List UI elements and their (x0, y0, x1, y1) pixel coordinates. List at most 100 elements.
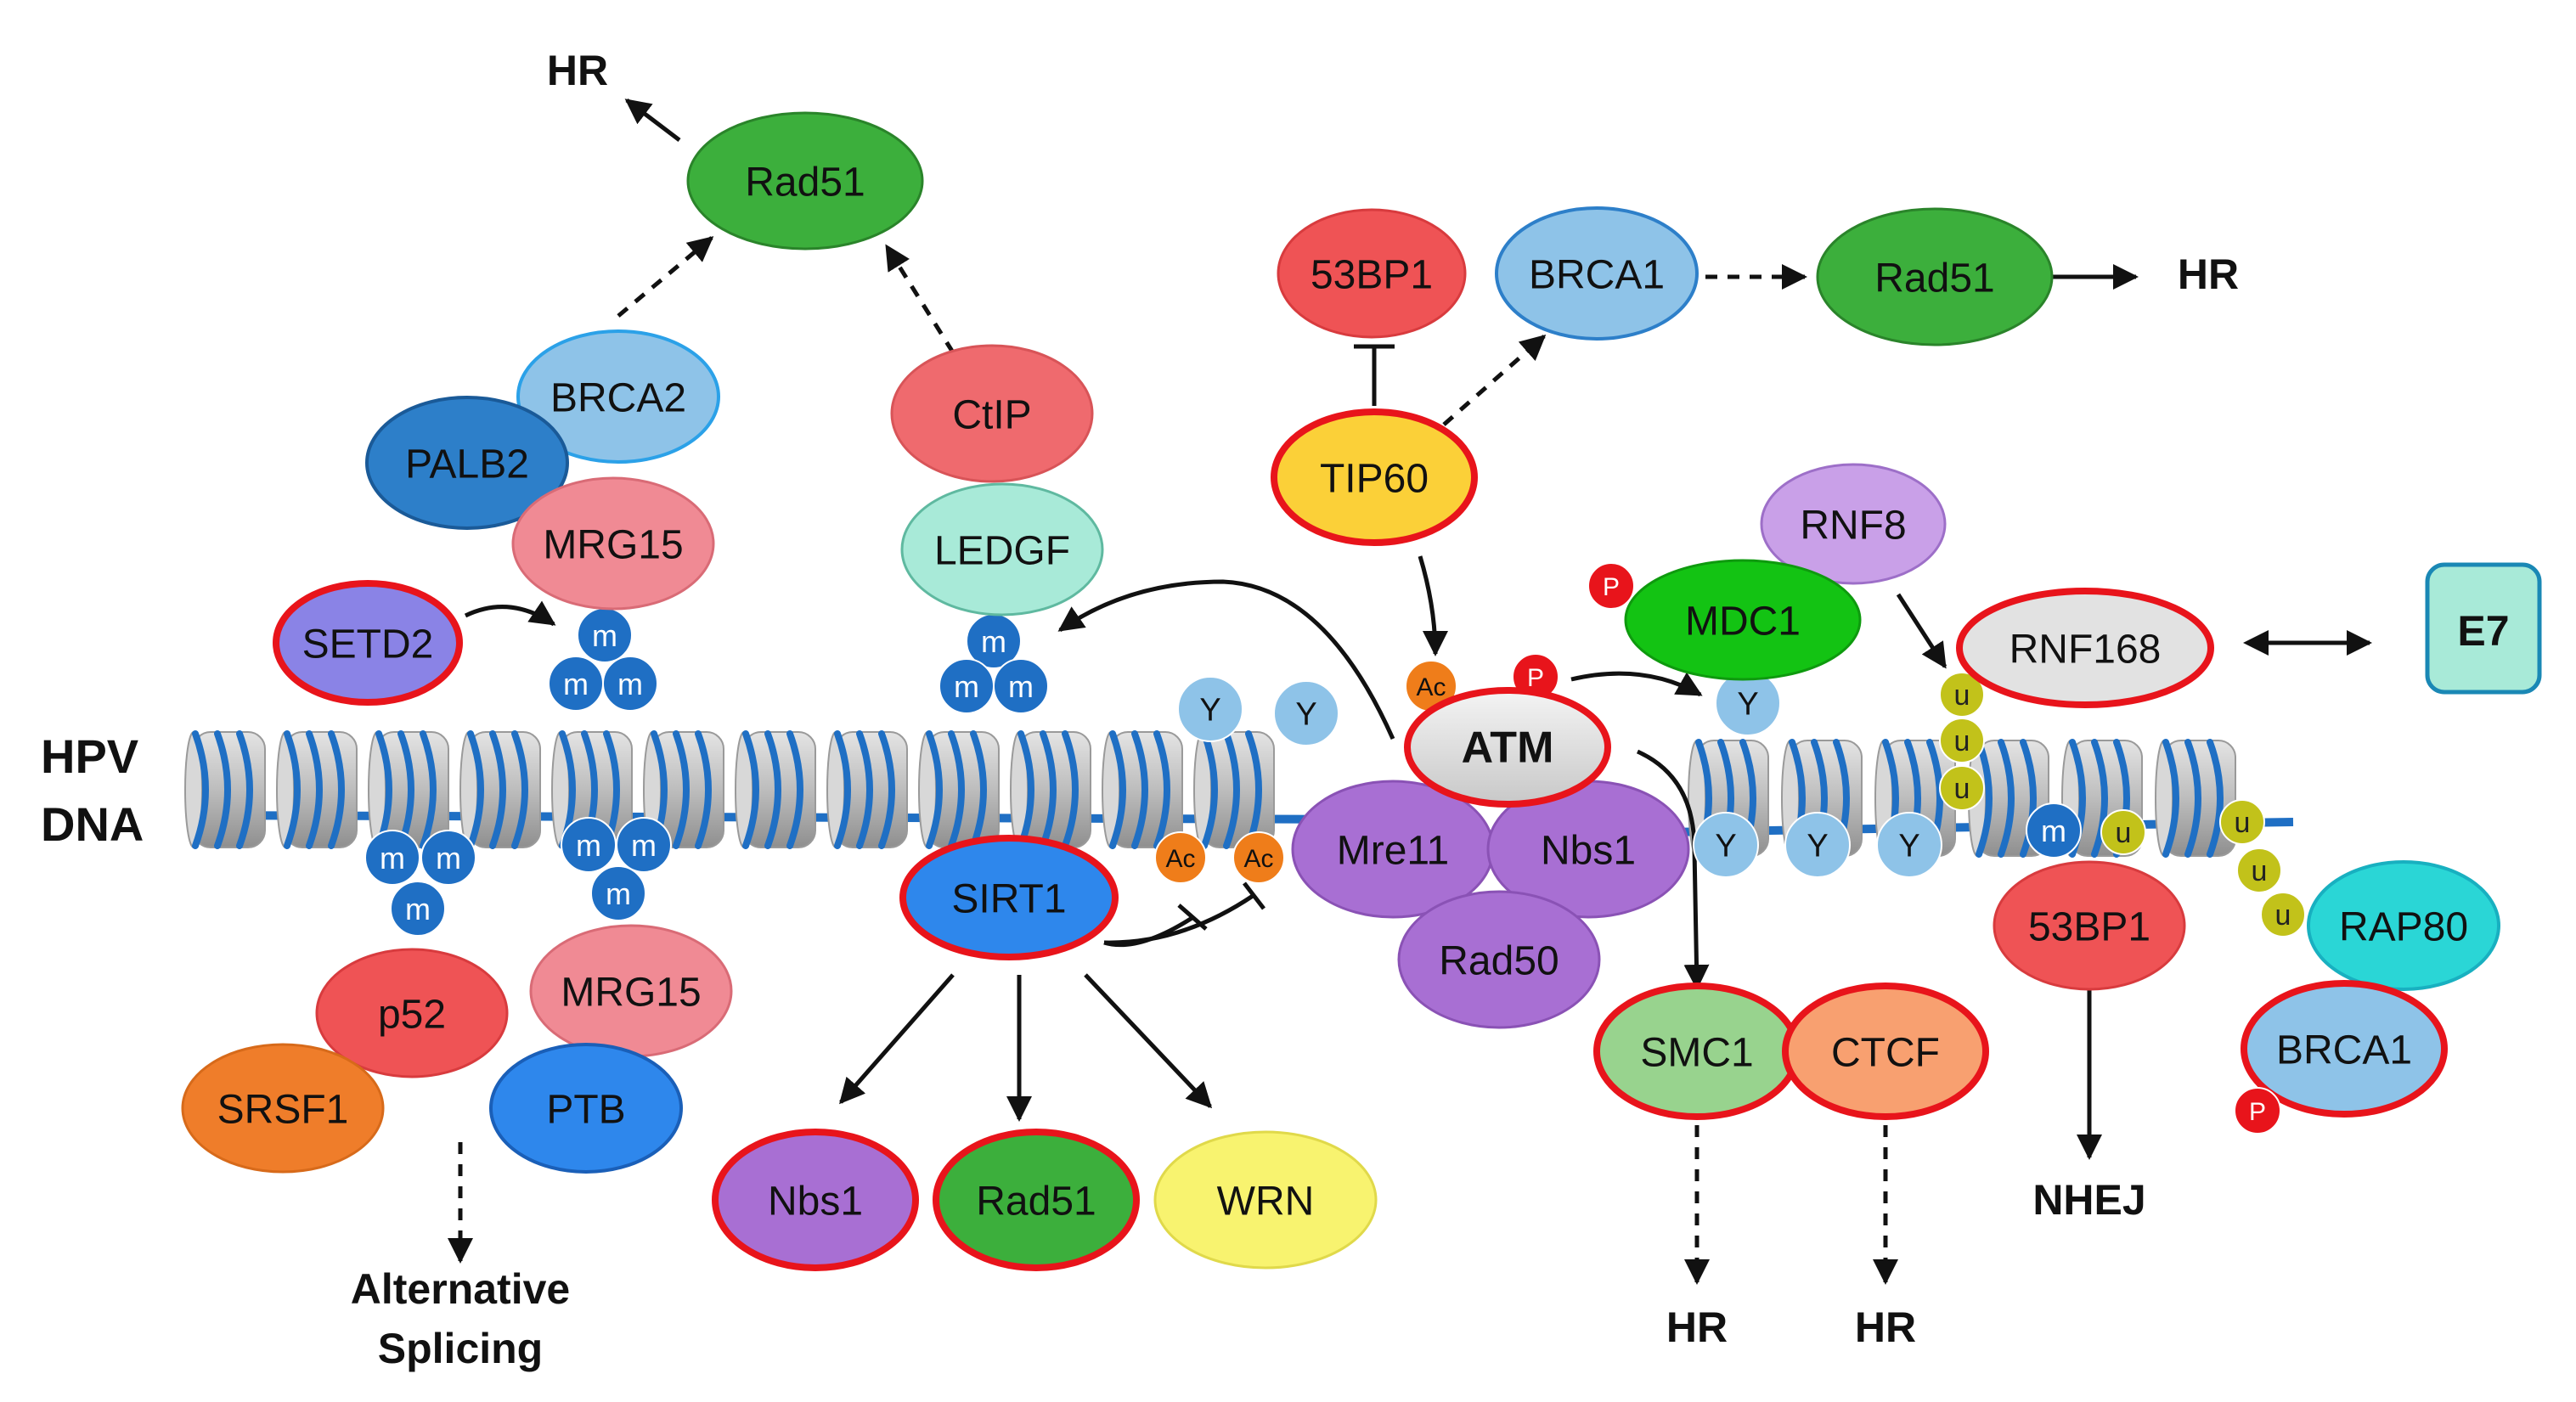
svg-text:u: u (1954, 725, 1970, 757)
gamma-h2ax-mark: Y (1693, 812, 1759, 878)
protein-atm: ATM (1404, 687, 1611, 808)
methyl-mark: m (420, 830, 476, 886)
ubiquitin-mark: u (1939, 672, 1985, 718)
protein-label: MRG15 (561, 970, 701, 1015)
svg-text:m: m (405, 892, 431, 926)
protein-p53bp1-bottom: 53BP1 (1993, 860, 2186, 991)
svg-text:m: m (981, 624, 1006, 659)
arrow-tip60-to-atm (1418, 555, 1448, 656)
arrow-sirt1-to-wrn (1084, 973, 1213, 1109)
protein-label: ATM (1462, 723, 1554, 772)
svg-text:Y: Y (1199, 693, 1220, 729)
protein-label: SETD2 (302, 622, 434, 667)
svg-text:P: P (1527, 664, 1544, 692)
protein-label: RNF168 (2010, 627, 2162, 672)
svg-text:m: m (563, 667, 589, 701)
protein-ledgf: LEDGF (900, 482, 1104, 617)
nucleosome (368, 730, 449, 849)
protein-brca1-bottom: BRCA1 (2241, 980, 2448, 1118)
inhibit-sirt1-acetyl-2 (1103, 881, 1265, 945)
phospho-mark: P (1587, 562, 1635, 610)
arrow-rad51-to-hr (624, 99, 681, 142)
nucleosome (184, 730, 266, 849)
protein-nbs1-bottom: Nbs1 (712, 1129, 919, 1271)
nucleosome (276, 730, 358, 849)
protein-label: MRG15 (543, 522, 683, 567)
protein-label: SMC1 (1640, 1030, 1753, 1075)
methyl-mark: m (602, 656, 658, 712)
phospho-mark: P (2234, 1087, 2281, 1135)
e7-box: E7 (2425, 562, 2542, 695)
protein-rnf8: RNF8 (1760, 463, 1947, 585)
methyl-mark: m (390, 881, 446, 937)
protein-label: BRCA1 (1529, 252, 1665, 297)
svg-text:m: m (1008, 669, 1034, 704)
protein-mrg15-top: MRG15 (511, 476, 715, 611)
gamma-h2ax-mark: Y (1177, 676, 1243, 742)
gamma-h2ax-mark: Y (1715, 670, 1781, 736)
arrow-tip60-to-brca1 (1442, 335, 1547, 426)
outcome-nhej: NHEJ (2032, 1176, 2145, 1224)
methyl-mark: m (616, 817, 672, 873)
protein-palb2: PALB2 (365, 396, 569, 530)
protein-label: 53BP1 (2028, 904, 2150, 949)
protein-label: Mre11 (1337, 828, 1450, 873)
protein-nbs1-complex: Nbs1 (1486, 780, 1690, 919)
protein-mre11: Mre11 (1291, 780, 1495, 919)
nucleosome (2061, 739, 2143, 858)
svg-text:u: u (2252, 855, 2268, 887)
protein-rnf168: RNF168 (1956, 588, 2214, 708)
methyl-mark: m (2026, 802, 2082, 859)
acetyl-mark: Ac (1154, 831, 1207, 884)
protein-rad50: Rad50 (1397, 890, 1601, 1029)
ubiquitin-mark: u (1939, 718, 1985, 763)
protein-mdc1: MDC1 (1624, 559, 1862, 681)
protein-rad51-right: Rad51 (1816, 207, 2054, 346)
svg-text:m: m (954, 669, 979, 704)
protein-label: Nbs1 (1541, 828, 1636, 873)
arrow-atm-p-to-gamma (1570, 671, 1703, 697)
protein-label: Rad51 (745, 160, 865, 205)
svg-text:Y: Y (1715, 829, 1736, 864)
protein-label: RNF8 (1800, 503, 1906, 548)
methyl-mark: m (966, 613, 1022, 669)
outcome-hr-smc1: HR (1666, 1303, 1728, 1351)
ubiquitin-mark: u (2260, 892, 2306, 937)
protein-label: p52 (378, 992, 446, 1037)
outcome-hr-right: HR (2178, 251, 2239, 298)
protein-label: LEDGF (934, 528, 1070, 573)
dna-label: DNA (41, 797, 144, 851)
svg-text:u: u (2116, 817, 2132, 849)
nucleosome (918, 730, 1000, 849)
inhibit-tip60-53bp1 (1354, 344, 1395, 406)
svg-text:m: m (631, 828, 657, 863)
svg-text:m: m (617, 667, 643, 701)
protein-brca2: BRCA2 (516, 329, 720, 464)
svg-text:Y: Y (1737, 687, 1758, 723)
arrow-ctip-to-rad51 (884, 244, 955, 354)
protein-label: Rad51 (976, 1179, 1096, 1224)
methyl-mark: m (939, 658, 995, 714)
protein-label: MDC1 (1685, 599, 1801, 644)
protein-nodes: BRCA2PALB2MRG15SETD2Rad51CtIPLEDGF53BP1T… (181, 111, 2500, 1271)
protein-label: PTB (546, 1087, 625, 1132)
protein-label: SIRT1 (951, 876, 1066, 921)
svg-text:Ac: Ac (1165, 845, 1195, 873)
methyl-mark: m (364, 830, 420, 886)
protein-srsf1: SRSF1 (181, 1043, 385, 1174)
svg-text:Y: Y (1807, 829, 1828, 864)
arrow-atm-to-ledgf (1057, 579, 1395, 740)
hpv-label: HPV (41, 729, 138, 783)
svg-text:Ac: Ac (1243, 845, 1273, 873)
protein-ptb: PTB (489, 1043, 683, 1174)
protein-p53bp1-top: 53BP1 (1277, 208, 1467, 339)
methyl-mark: m (548, 656, 604, 712)
nucleosome (1193, 730, 1275, 849)
gamma-h2ax-mark: Y (1273, 680, 1339, 746)
protein-smc1: SMC1 (1593, 983, 1801, 1120)
protein-label: SRSF1 (217, 1087, 349, 1132)
protein-label: BRCA2 (550, 375, 686, 420)
nucleosome (2155, 739, 2236, 858)
